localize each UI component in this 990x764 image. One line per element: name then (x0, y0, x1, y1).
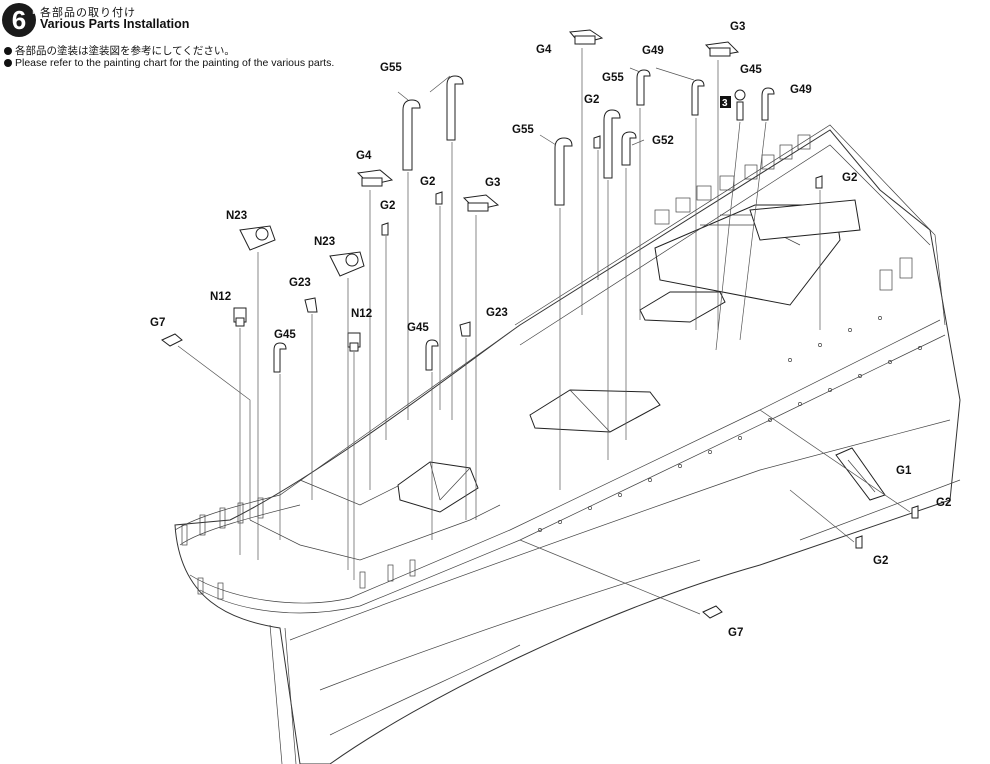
label-g2-right: G2 (842, 172, 857, 184)
step-title-english: Various Parts Installation (40, 17, 190, 31)
label-g3-mid: G3 (485, 177, 500, 189)
label-g23-b: G23 (486, 307, 508, 319)
label-g2-mid: G2 (584, 94, 599, 106)
instruction-header: 6 HOBBY SEARCH 各部品の取り付け Various Parts In… (0, 0, 400, 80)
upper-windows (654, 134, 913, 291)
label-g2-br1: G2 (936, 497, 951, 509)
ship-hull (174, 124, 961, 764)
painting-note-english: Please refer to the painting chart for t… (4, 57, 334, 69)
label-g23-a: G23 (289, 277, 311, 289)
label-g7-left: G7 (150, 317, 165, 329)
label-n23-b: N23 (314, 236, 335, 248)
label-g52: G52 (652, 135, 674, 147)
label-g2-c: G2 (380, 200, 395, 212)
label-n23-a: N23 (226, 210, 247, 222)
watermark: HOBBY SEARCH (32, 3, 142, 17)
label-g7-bottom: G7 (728, 627, 743, 639)
part-labels: G4 G3 G49 G45 G49 G55 G55 G2 G55 G52 G4 … (150, 21, 951, 639)
label-g45-top: G45 (740, 64, 762, 76)
note-text: 各部品の塗装は塗装図を参考にしてください。 (15, 45, 235, 57)
label-g4-left: G4 (356, 150, 372, 162)
label-g55-mid: G55 (602, 72, 624, 84)
label-g2-br2: G2 (873, 555, 888, 567)
bullet-icon (4, 46, 12, 55)
bulwark-stanchions (181, 497, 416, 600)
label-n12-a: N12 (210, 291, 231, 303)
label-g49-a: G49 (642, 45, 664, 57)
label-g49-b: G49 (790, 84, 812, 96)
painting-note-japanese: 各部品の塗装は塗装図を参考にしてください。 (4, 43, 235, 58)
label-g4-top: G4 (536, 44, 552, 56)
callout-number-box (720, 96, 731, 108)
label-g45-b: G45 (407, 322, 429, 334)
label-n12-b: N12 (351, 308, 372, 320)
portholes (538, 316, 922, 532)
step-number-badge: 6 (2, 3, 36, 37)
note-text: Please refer to the painting chart for t… (15, 57, 335, 69)
label-g55-c: G55 (512, 124, 534, 136)
ventilator-parts (273, 69, 775, 373)
label-g2-b: G2 (420, 176, 435, 188)
label-g45-a: G45 (274, 329, 296, 341)
leader-lines (177, 48, 911, 615)
step-title-japanese: 各部品の取り付け (40, 7, 136, 19)
label-g1: G1 (896, 465, 912, 477)
callout-number: 3 (722, 98, 728, 109)
label-g3-top: G3 (730, 21, 745, 33)
bullet-icon (4, 59, 12, 67)
label-g55-left: G55 (380, 62, 402, 74)
